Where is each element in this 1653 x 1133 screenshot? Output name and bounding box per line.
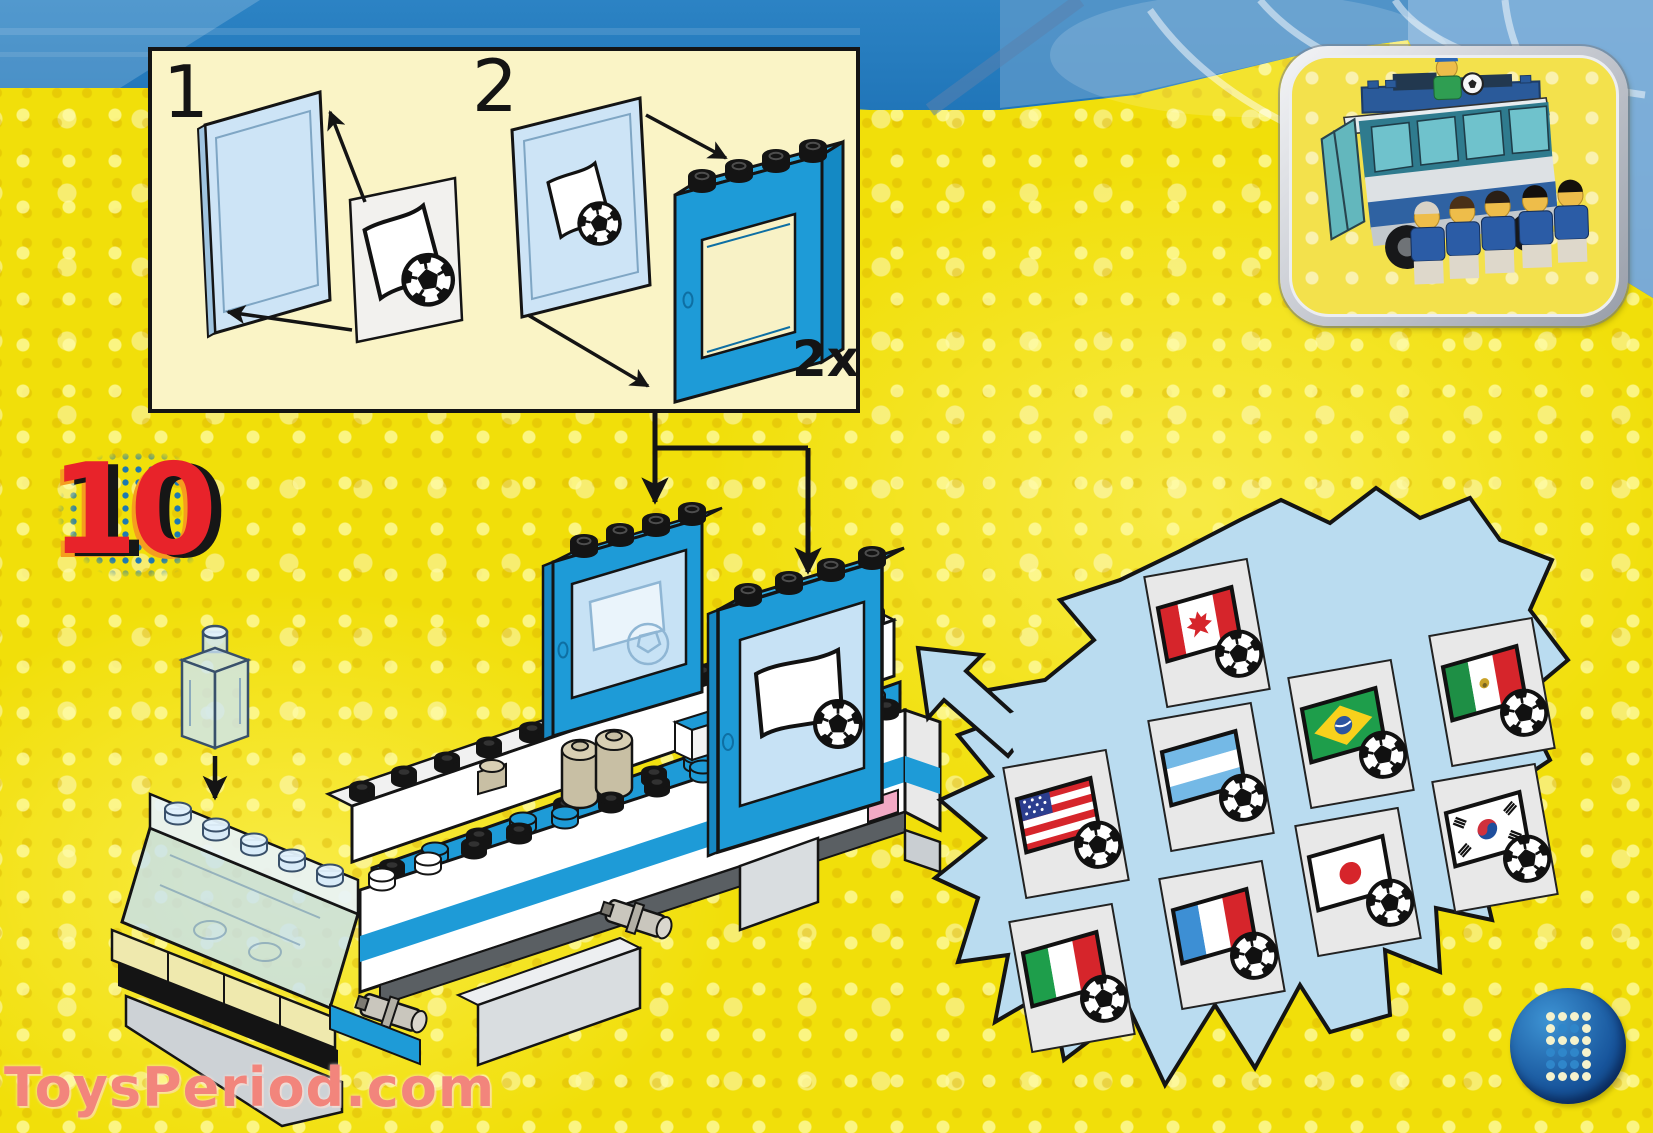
finished-bus-photo: [1289, 55, 1619, 317]
substep-1-label: 1: [163, 50, 209, 134]
quantity-label: 2x: [792, 330, 860, 388]
page-number-badge: [1510, 988, 1626, 1104]
watermark: ToysPeriod.com: [4, 1056, 496, 1119]
substep-2-label: 2: [472, 44, 518, 128]
step-number: 10: [50, 436, 217, 583]
step-number-halftone-dots: [28, 424, 248, 604]
page-number-dots: [1545, 1011, 1591, 1081]
finished-model-photo: [1280, 46, 1628, 326]
bus-windshield: [1320, 117, 1366, 241]
rooftop-minifig: [1433, 58, 1484, 101]
